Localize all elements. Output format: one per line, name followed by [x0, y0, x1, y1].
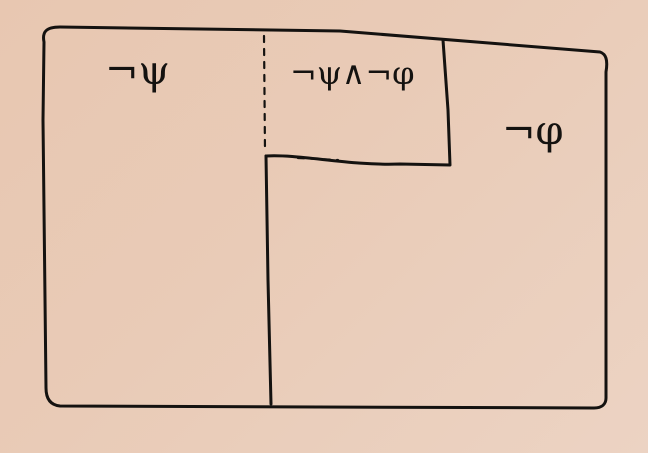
dashed-divider — [262, 34, 267, 154]
region-label-right: ¬φ — [502, 108, 564, 154]
middle-region-boundary — [264, 38, 452, 167]
region-label-left: ¬ψ — [105, 48, 170, 94]
outer-rectangle — [41, 25, 609, 410]
dashed-step — [296, 156, 340, 162]
region-label-middle: ¬ψ∧¬φ — [290, 54, 415, 92]
vertical-divider — [264, 154, 273, 406]
